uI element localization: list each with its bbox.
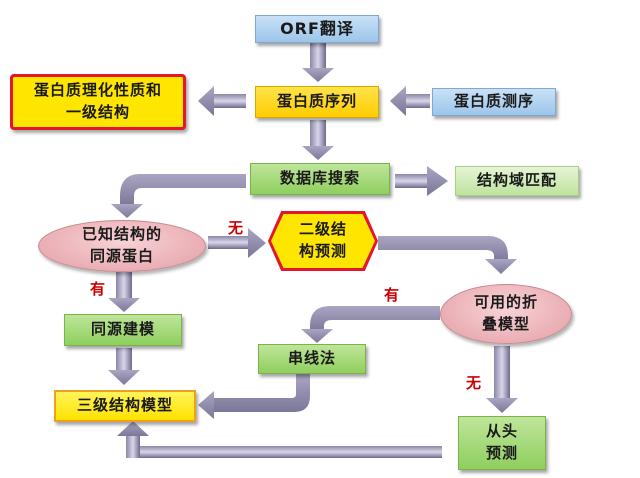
threading-box: 串线法 [258,344,366,374]
branch-label-yes-2: 有 [384,286,400,304]
tertiary-model-box: 三级结构模型 [54,390,196,422]
arrow-database-to-domain [395,166,448,196]
physchem-label-line1: 蛋白质理化性质和 [33,81,162,100]
branch-label-yes-1: 有 [90,280,106,298]
protein-sequencing-label: 蛋白质测序 [453,92,534,111]
arrow-orf-to-sequence [302,43,334,82]
domain-matching-box: 结构域匹配 [455,166,579,196]
secondary-structure-line2: 构预测 [298,242,347,260]
protein-sequencing-box: 蛋白质测序 [432,88,556,116]
foldable-model-line1: 可用的折 [473,293,538,312]
abinitio-box: 从头 预测 [458,416,546,470]
database-search-label: 数据库搜索 [279,169,360,188]
abinitio-line2: 预测 [485,444,518,462]
known-homolog-ellipse: 已知结构的 同源蛋白 [38,220,206,272]
arrow-sequence-to-physchem [198,86,246,116]
known-homolog-line1: 已知结构的 [81,225,162,244]
homology-modeling-label: 同源建模 [90,320,155,339]
branch-label-none-2: 无 [466,374,482,392]
branch-label-none-1: 无 [228,219,244,237]
orf-translation-box: ORF翻译 [255,15,379,43]
arrow-sequencing-to-sequence [390,86,430,116]
arrow-foldable-to-abinitio [486,346,518,413]
arrow-threading-to-tertiary [198,374,310,419]
arrow-homolog-to-modeling [108,272,140,312]
arrow-homolog-to-secondary [208,228,266,258]
physchem-box: 蛋白质理化性质和 一级结构 [10,74,186,130]
threading-label: 串线法 [287,349,336,368]
arrow-secondary-to-foldable [378,236,517,274]
secondary-structure-line1: 二级结 [298,220,347,239]
foldable-model-ellipse: 可用的折 叠模型 [440,284,572,344]
arrow-database-to-homolog [111,174,246,218]
arrow-abinitio-to-tertiary [117,421,442,458]
database-search-box: 数据库搜索 [250,163,390,195]
domain-matching-label: 结构域匹配 [476,171,557,190]
protein-sequence-box: 蛋白质序列 [255,86,379,118]
physchem-label-line2: 一级结构 [65,103,130,121]
abinitio-line1: 从头 [485,422,518,441]
homology-modeling-box: 同源建模 [64,314,182,346]
arrow-modeling-to-tertiary [108,348,140,385]
protein-sequence-label: 蛋白质序列 [276,92,357,111]
known-homolog-line2: 同源蛋白 [89,247,154,265]
arrow-foldable-to-threading [301,306,440,343]
orf-translation-label: ORF翻译 [280,19,354,39]
secondary-structure-hex: 二级结 构预测 [271,214,375,268]
tertiary-model-label: 三级结构模型 [76,396,173,415]
arrow-sequence-to-database [302,120,334,160]
foldable-model-line2: 叠模型 [481,315,530,333]
